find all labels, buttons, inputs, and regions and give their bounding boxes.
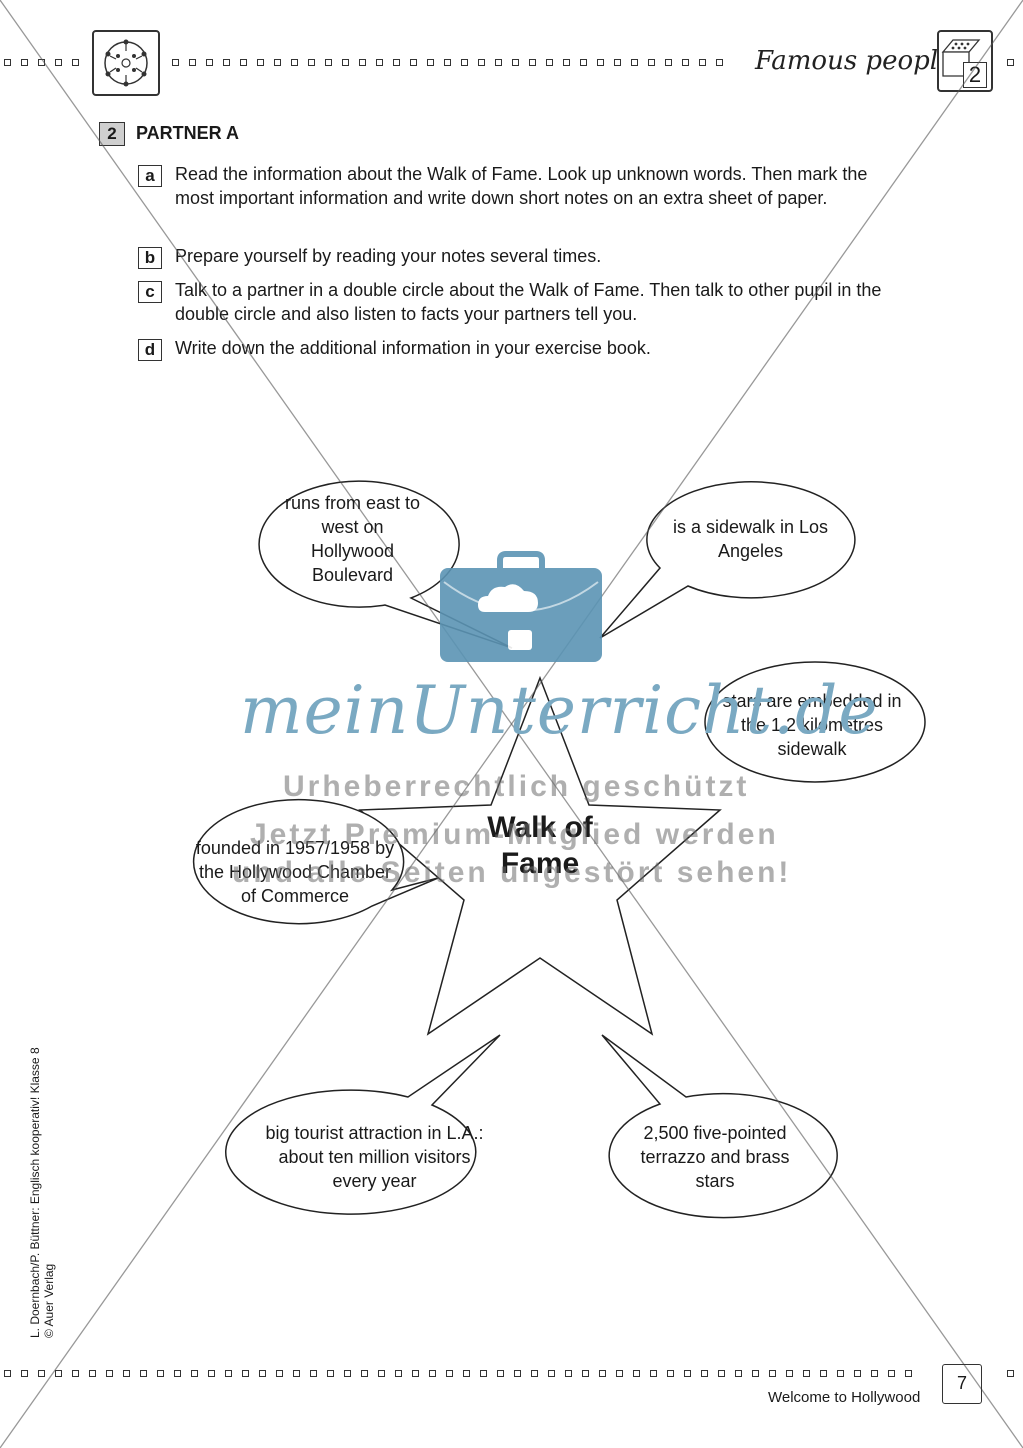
header-dots-right	[1007, 59, 1023, 67]
watermark-line-3: und alle Seiten ungestört sehen!	[232, 856, 792, 889]
bubble-text-top-right: is a sidewalk in Los Angeles	[672, 517, 829, 561]
task-letter-b: b	[138, 247, 162, 269]
bubble-top-right	[599, 481, 856, 639]
side-credit: L. Doernbach/P. Büttner: Englisch kooper…	[28, 1047, 56, 1338]
task-letter-a: a	[138, 165, 162, 187]
bubble-text-bottom-right: 2,500 five-pointed terrazzo and brass st…	[640, 1123, 790, 1191]
bubble-left	[192, 798, 439, 925]
credit-line-1: L. Doernbach/P. Büttner: Englisch kooper…	[28, 1047, 42, 1338]
center-title: Walk of Fame	[487, 811, 593, 880]
task-letter-d: d	[138, 339, 162, 361]
bubble-bottom-left	[225, 1034, 501, 1215]
task-text-d: Write down the additional information in…	[175, 338, 651, 358]
section-title: PARTNER A	[136, 123, 239, 143]
watermark-line-2: Jetzt Premium-Mitglied werden	[250, 818, 779, 851]
bubble-text-top-left: runs from east to west on Hollywood Boul…	[284, 493, 421, 585]
center-star	[358, 675, 722, 1036]
briefcase-watermark-icon	[440, 551, 602, 662]
footer-title: Welcome to Hollywood	[768, 1389, 921, 1406]
task-text-b: Prepare yourself by reading your notes s…	[175, 246, 602, 266]
bubble-text-left: founded in 1957/1958 by the Hollywood Ch…	[195, 838, 395, 906]
header-title: Famous people	[755, 46, 954, 76]
bubble-text-bottom-left: big tourist attraction in L.A.: about te…	[265, 1123, 484, 1191]
task-letter-c: c	[138, 281, 162, 303]
bubble-bottom-right	[601, 1034, 838, 1219]
bubble-right	[704, 661, 926, 783]
section-number: 2	[99, 122, 125, 146]
credit-line-2: © Auer Verlag	[42, 1263, 56, 1338]
unit-tag: 2	[937, 30, 993, 92]
header-dots-middle	[172, 59, 733, 67]
task-text-c: Talk to a partner in a double circle abo…	[175, 280, 882, 324]
unit-number: 2	[963, 62, 987, 88]
bubble-text-right: stars are embedded in the 1.2 kilometres…	[722, 691, 902, 759]
task-text-a: Read the information about the Walk of F…	[175, 164, 868, 208]
watermark-brand: meinUnterricht.de	[240, 672, 879, 749]
cooperative-learning-icon	[92, 30, 160, 96]
header-dots-left	[4, 59, 89, 67]
bubble-top-left	[258, 480, 513, 649]
watermark-line-1: Urheberrechtlich geschützt	[283, 770, 750, 803]
footer-dots	[4, 1370, 922, 1378]
page-number: 7	[942, 1364, 982, 1404]
footer-dots-right	[1007, 1370, 1023, 1378]
